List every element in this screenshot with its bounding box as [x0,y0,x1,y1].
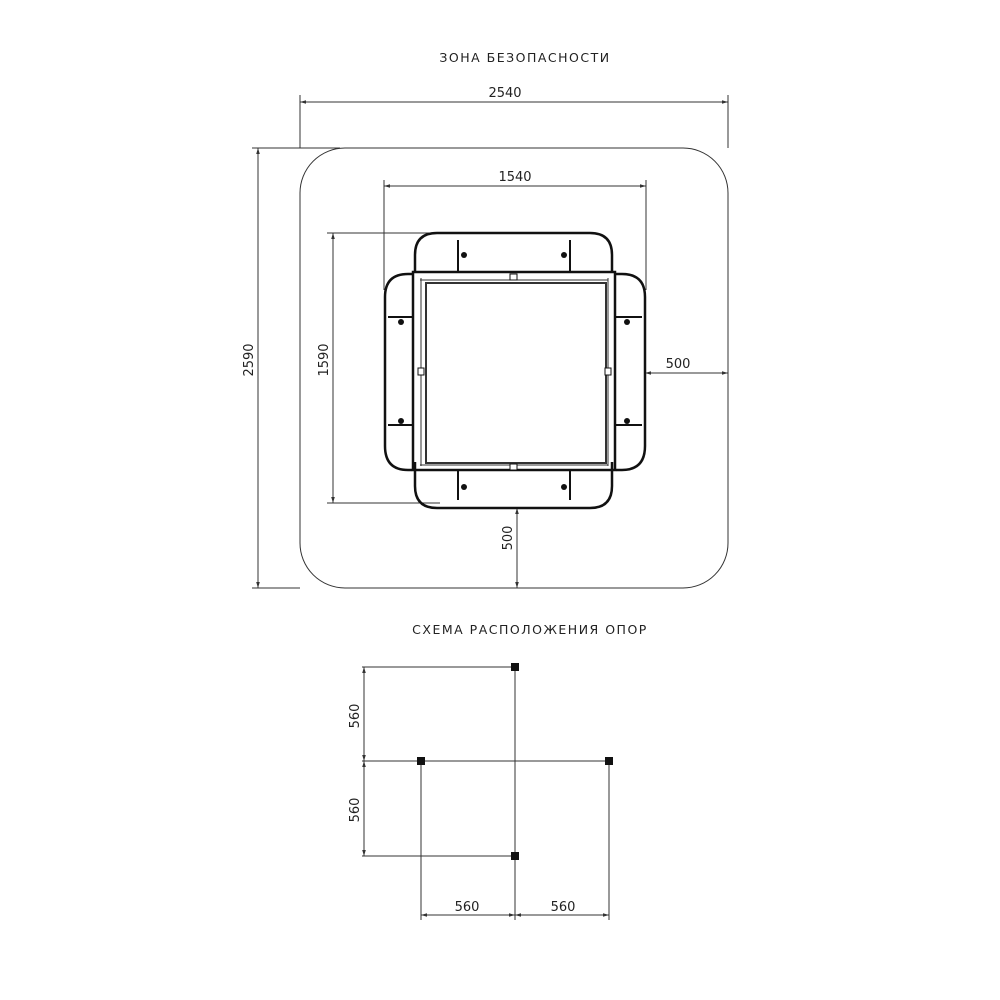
lower-vertical-label: 560 [348,798,363,823]
safety-zone-title: ЗОНА БЕЗОПАСНОСТИ [439,50,610,65]
equipment-width-label: 1540 [498,170,531,185]
dimension-zone-height: 2590 [242,147,340,589]
right-horizontal-label: 560 [551,900,576,915]
support-post [511,663,519,671]
dimension-clearance-right: 500 [645,357,728,375]
dimension-equipment-height: 1590 [317,232,440,504]
equipment-height-label: 1590 [317,343,332,376]
clearance-bottom-label: 500 [501,526,516,551]
support-layout-diagram: 560 560 560 560 [348,663,613,920]
support-post [511,852,519,860]
equipment-top-view [383,231,647,510]
support-post [605,757,613,765]
support-layout-title: СХЕМА РАСПОЛОЖЕНИЯ ОПОР [412,622,648,637]
dimension-equipment-width: 1540 [383,170,647,290]
support-post [417,757,425,765]
dimension-zone-width: 2540 [299,86,729,148]
zone-width-label: 2540 [488,86,521,101]
safety-zone-outline [299,147,729,589]
upper-vertical-label: 560 [348,704,363,729]
zone-height-label: 2590 [242,343,257,376]
support-posts [417,663,613,860]
dimension-clearance-bottom: 500 [501,508,519,588]
left-horizontal-label: 560 [455,900,480,915]
clearance-right-label: 500 [666,357,691,372]
